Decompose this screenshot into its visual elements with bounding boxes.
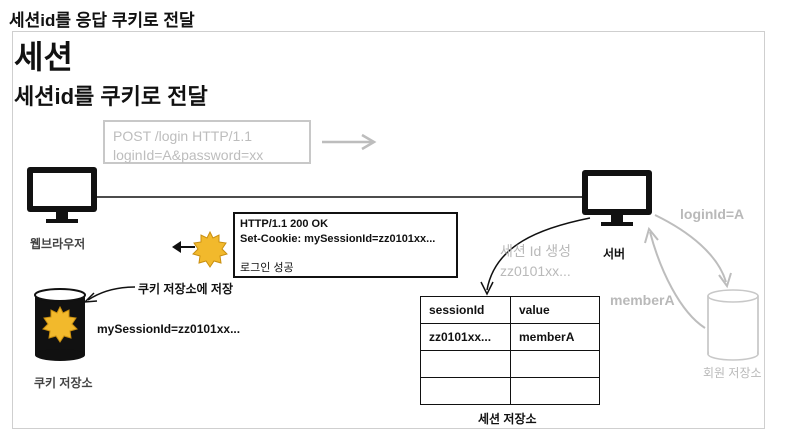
login-id-label: loginId=A: [680, 206, 745, 222]
request-arrow: [322, 133, 377, 151]
cell-value: memberA: [510, 323, 600, 351]
member-store-label: 회원 저장소: [703, 366, 762, 380]
table-header-row: sessionId value: [420, 296, 600, 324]
response-set-cookie-line: Set-Cookie: mySessionId=zz0101xx...: [240, 233, 436, 245]
request-line-1: POST /login HTTP/1.1: [113, 128, 253, 144]
cookie-save-arrow: [83, 286, 136, 303]
table-row: zz0101xx... memberA: [420, 323, 600, 351]
cookie-store-label: 쿠키 저장소: [34, 376, 93, 390]
session-store-label: 세션 저장소: [478, 412, 537, 426]
browser-label: 웹브라우저: [30, 237, 86, 251]
response-message-box: HTTP/1.1 200 OK Set-Cookie: mySessionId=…: [233, 212, 458, 278]
table-row: [420, 377, 600, 405]
session-create-line-2: zz0101xx...: [500, 263, 571, 279]
slide-title: 세션: [14, 39, 73, 75]
cookie-value-label: mySessionId=zz0101xx...: [97, 322, 241, 336]
session-store-table: sessionId value zz0101xx... memberA: [420, 296, 600, 405]
cookie-save-note: 쿠키 저장소에 저장: [138, 282, 233, 296]
slide-frame: [12, 31, 765, 429]
session-create-line-1: 세션 Id 생성: [500, 243, 571, 259]
server-label: 서버: [603, 247, 626, 261]
cell-value: [510, 377, 600, 405]
member-label: memberA: [610, 292, 675, 308]
cookie-icon: [192, 230, 228, 268]
column-header-value: value: [510, 296, 600, 324]
cookie-store-cylinder-icon: [34, 288, 86, 361]
request-line-2: loginId=A&password=xx: [113, 147, 264, 163]
cell-session-id: [420, 350, 511, 378]
response-body-line: 로그인 성공: [240, 262, 294, 274]
member-return-arrow: [644, 226, 706, 329]
server-monitor-icon: [582, 170, 652, 226]
page-header-title: 세션id를 응답 쿠키로 전달: [9, 11, 195, 30]
cell-session-id: zz0101xx...: [420, 323, 511, 351]
cell-session-id: [420, 377, 511, 405]
member-store-cylinder-icon: [707, 289, 759, 361]
cell-value: [510, 350, 600, 378]
request-message-box: POST /login HTTP/1.1 loginId=A&password=…: [103, 120, 311, 164]
table-row: [420, 350, 600, 378]
login-id-arrow: [654, 214, 732, 289]
response-to-browser-arrow: [172, 241, 195, 253]
session-create-note: 세션 Id 생성 zz0101xx...: [500, 241, 571, 281]
session-create-arrow: [480, 217, 591, 296]
slide-subtitle: 세션id를 쿠키로 전달: [14, 84, 208, 109]
browser-monitor-icon: [27, 167, 97, 223]
response-status-line: HTTP/1.1 200 OK: [240, 218, 329, 230]
column-header-session-id: sessionId: [420, 296, 511, 324]
